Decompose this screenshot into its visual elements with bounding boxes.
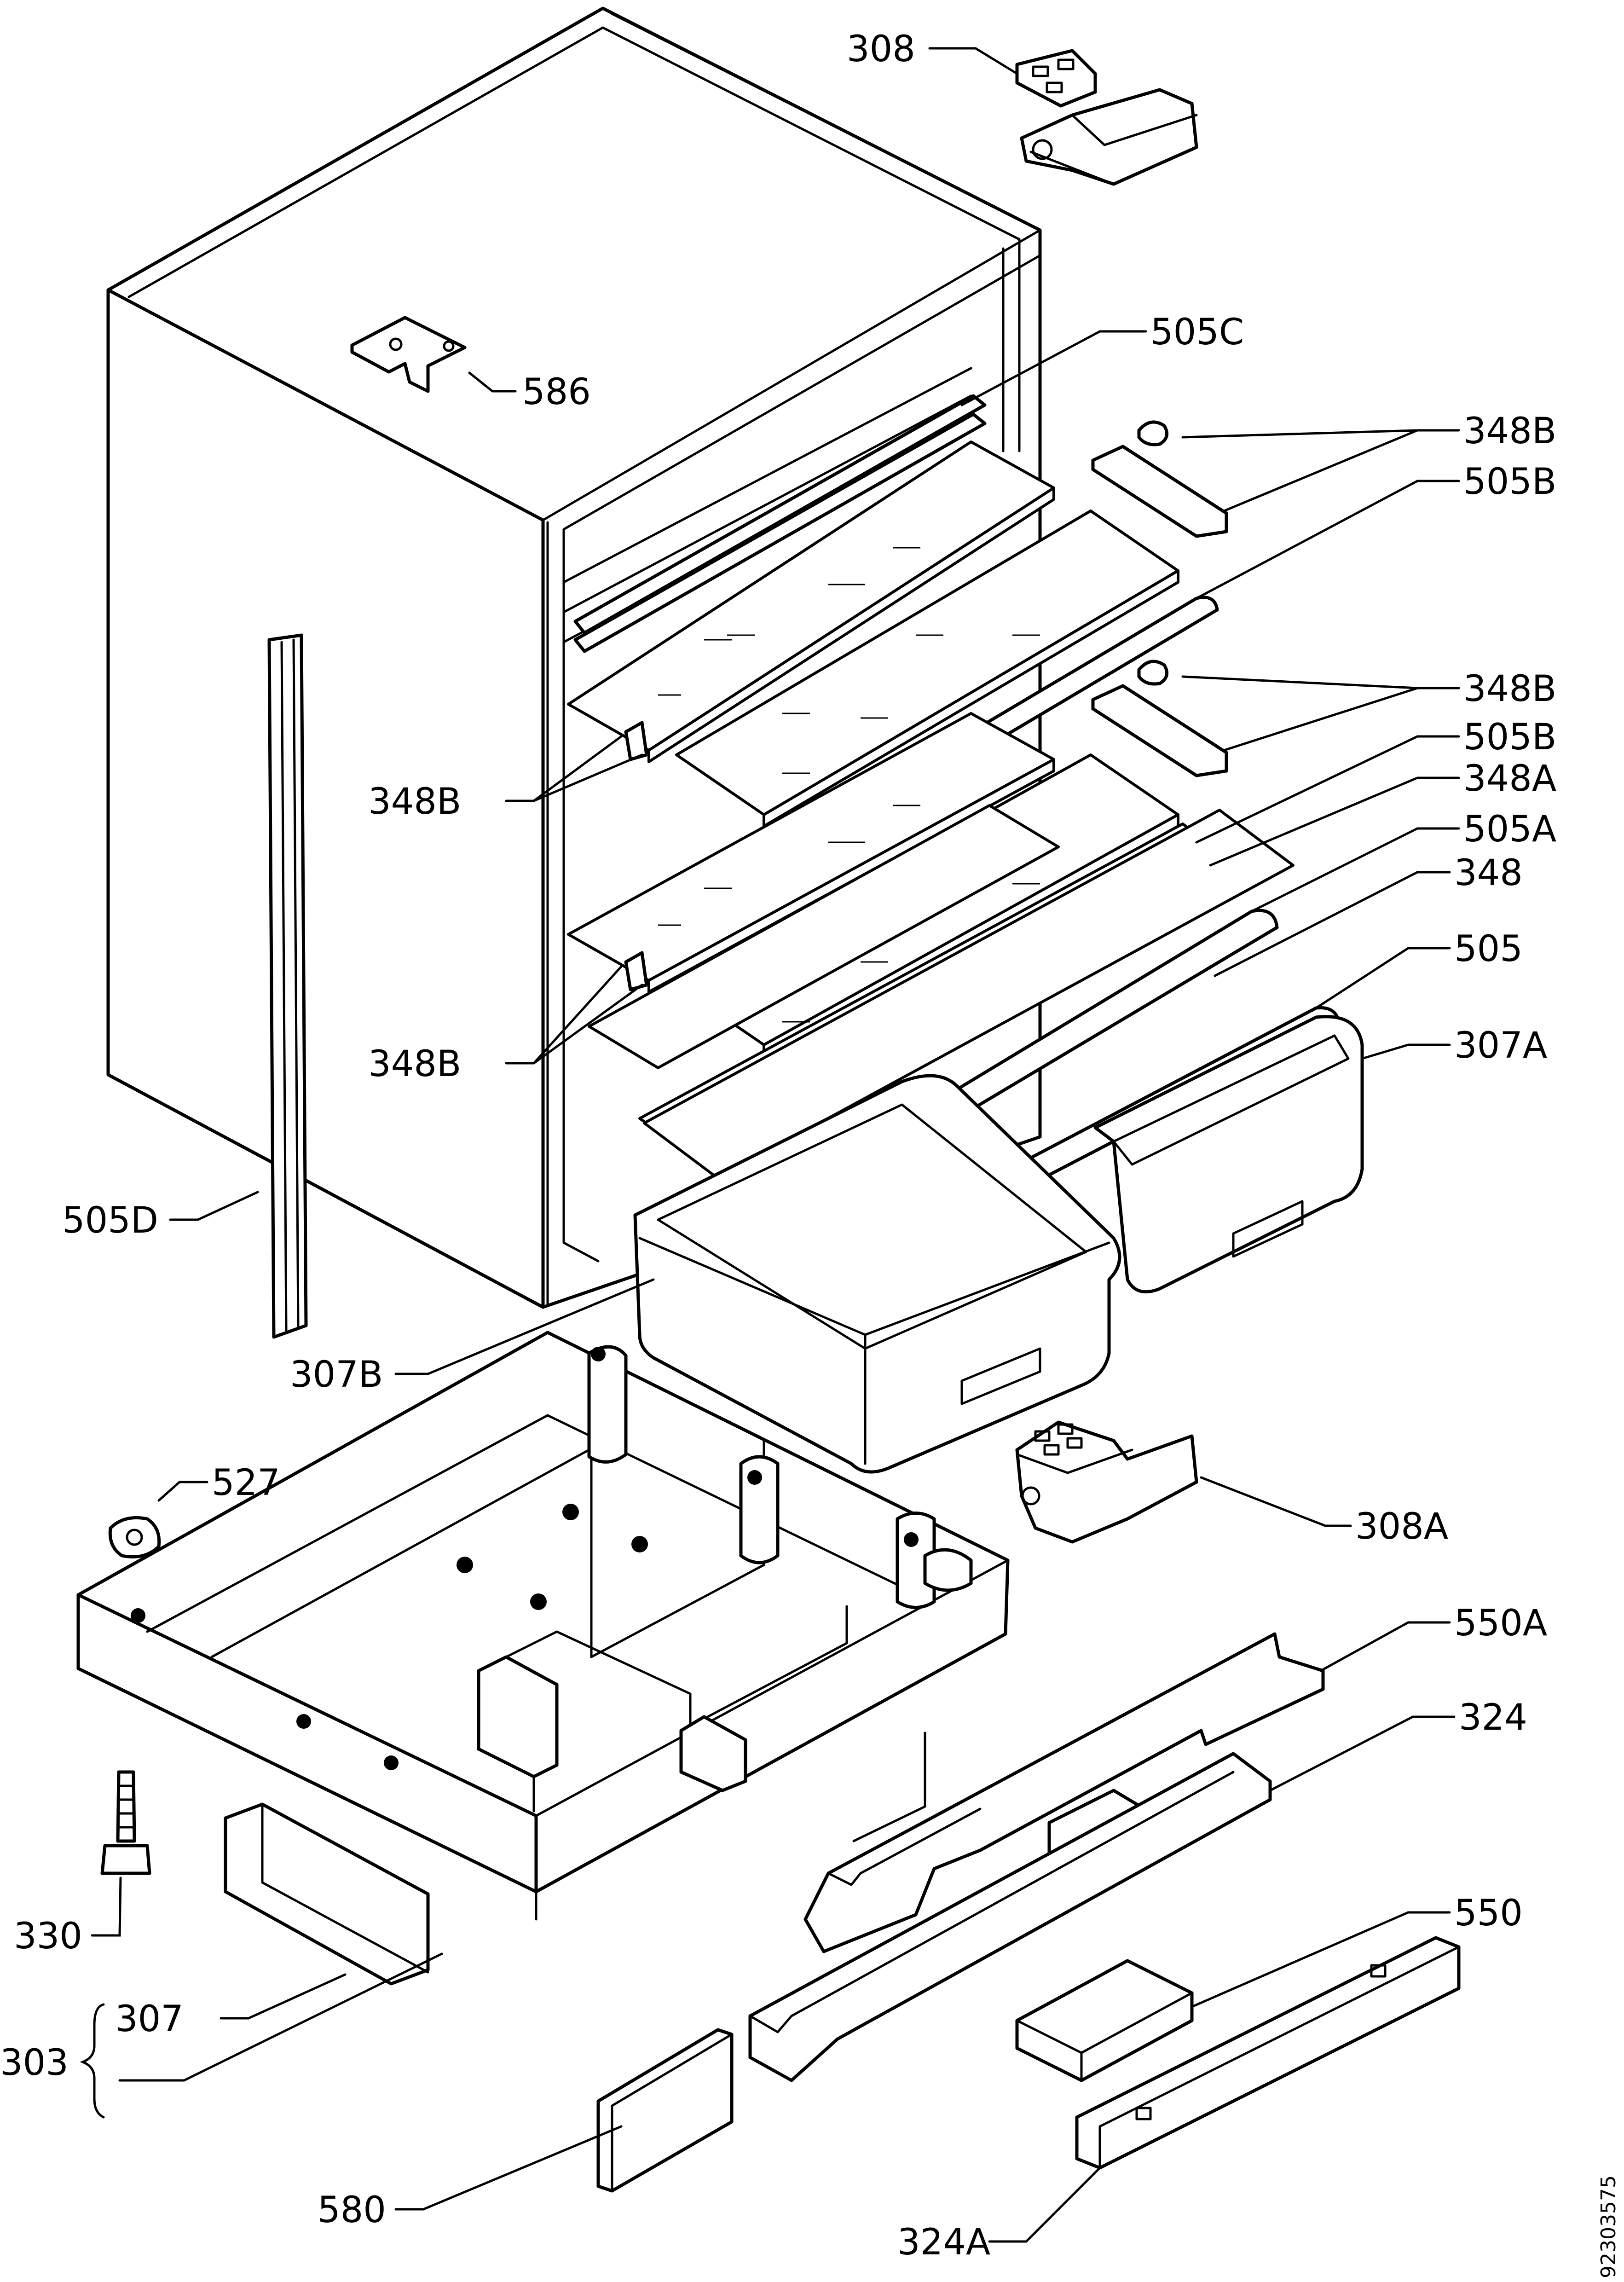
label-324A: 324A bbox=[897, 2222, 990, 2263]
grille-307 bbox=[224, 1802, 430, 1986]
label-580: 580 bbox=[318, 2189, 386, 2231]
top-hinge-308 bbox=[1015, 49, 1198, 186]
crisper-307A bbox=[1093, 1015, 1364, 1294]
rail-324 bbox=[748, 1752, 1272, 2082]
label-505B-1: 505B bbox=[1463, 461, 1556, 503]
cover-324A bbox=[1075, 1936, 1461, 2170]
crisper-307B bbox=[633, 1074, 1121, 1474]
door-seal-505D bbox=[267, 633, 308, 1339]
label-303: 303 bbox=[0, 2042, 69, 2084]
base-frame-303 bbox=[76, 1331, 1010, 1921]
label-308: 308 bbox=[847, 29, 915, 70]
bottom-hinge-308A bbox=[1015, 1420, 1198, 1544]
shelf-upper-right bbox=[675, 510, 1179, 828]
clip-348B-lower-left bbox=[624, 951, 648, 991]
label-348A: 348A bbox=[1463, 758, 1556, 799]
label-348B-2: 348B bbox=[1463, 668, 1556, 710]
shelf-middle-left bbox=[567, 712, 1055, 993]
label-527: 527 bbox=[212, 1462, 280, 1504]
document-id: 92303575 bbox=[1597, 2175, 1620, 2278]
leader-lines bbox=[80, 47, 1460, 2243]
clip-348B-upper-left bbox=[624, 721, 648, 761]
label-348B-1: 348B bbox=[1463, 411, 1556, 452]
bracket-586 bbox=[350, 316, 467, 393]
label-308A: 308A bbox=[1355, 1506, 1448, 1547]
label-348B-4: 348B bbox=[368, 1043, 461, 1085]
block-550 bbox=[1015, 1959, 1194, 2082]
nut-527 bbox=[108, 1516, 161, 1558]
shelf-upper-left bbox=[567, 440, 1055, 763]
label-505C: 505C bbox=[1150, 312, 1244, 353]
label-550: 550 bbox=[1454, 1893, 1523, 1934]
label-330: 330 bbox=[14, 1916, 82, 1957]
part-labels: 308 586 505C 348B 505B 348B 505B 348A 50… bbox=[0, 29, 1620, 2278]
label-348: 348 bbox=[1454, 852, 1523, 894]
foot-bolt-330 bbox=[100, 1770, 151, 1875]
label-505D: 505D bbox=[62, 1200, 158, 1241]
label-550A: 550A bbox=[1454, 1603, 1547, 1644]
pad-580 bbox=[596, 2028, 734, 2193]
label-348B-3: 348B bbox=[368, 781, 461, 822]
label-307B: 307B bbox=[290, 1354, 383, 1396]
clip-348B-lower-right-pad bbox=[1091, 660, 1228, 777]
label-307: 307 bbox=[115, 1998, 184, 2040]
shelf-505 bbox=[643, 809, 1295, 1180]
rail-505C bbox=[573, 394, 987, 653]
clip-348B-upper-right-pad bbox=[1091, 420, 1228, 538]
label-505: 505 bbox=[1454, 928, 1523, 970]
label-586: 586 bbox=[522, 371, 591, 413]
label-505A: 505A bbox=[1463, 809, 1556, 850]
label-505B-2: 505B bbox=[1463, 717, 1556, 758]
label-307A: 307A bbox=[1454, 1025, 1547, 1066]
label-324: 324 bbox=[1459, 1697, 1527, 1738]
